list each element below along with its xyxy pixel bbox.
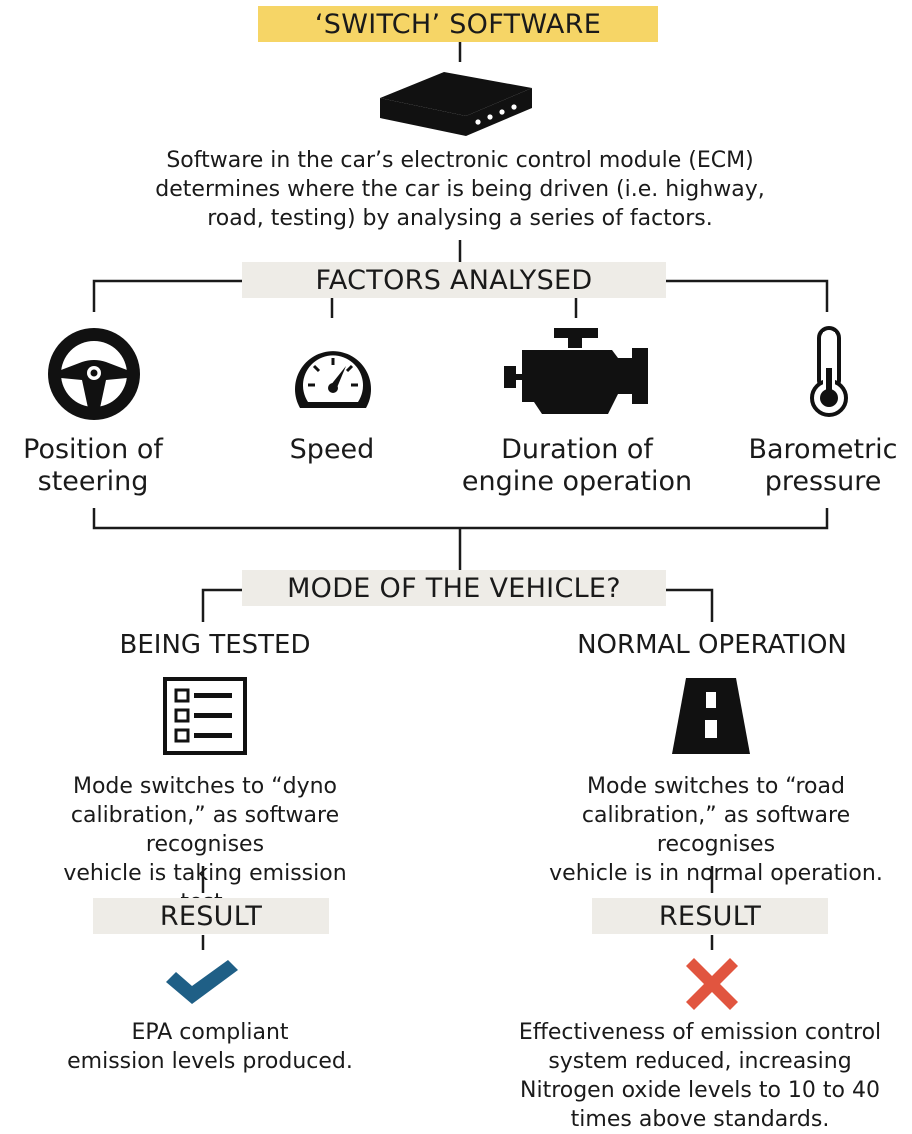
- factor-label-line: Position of: [23, 434, 163, 465]
- road-icon: [672, 678, 750, 754]
- description-line: vehicle is taking emission test.: [63, 861, 347, 915]
- factor-label-pressure: Barometric pressure: [734, 434, 912, 498]
- intro-line: determines where the car is being driven…: [155, 177, 765, 202]
- result-label: RESULT: [658, 900, 762, 932]
- outcome-line: EPA compliant: [131, 1020, 289, 1045]
- factor-label-speed: Speed: [252, 434, 412, 466]
- result-tag-testing: RESULT: [93, 898, 329, 934]
- intro-line: road, testing) by analysing a series of …: [207, 206, 713, 231]
- factor-label-line: Duration of: [501, 434, 653, 465]
- ecm-module-icon: [380, 72, 532, 136]
- factor-label-line: pressure: [764, 466, 882, 497]
- steering-wheel-icon: [48, 328, 140, 420]
- engine-icon: [504, 328, 648, 414]
- check-mark-icon: [166, 960, 238, 1004]
- result-label: RESULT: [159, 900, 263, 932]
- description-line: calibration,” as software recognises: [581, 803, 851, 857]
- speedometer-icon: [295, 351, 371, 408]
- factor-label-line: engine operation: [461, 466, 693, 497]
- outcome-line: emission levels produced.: [67, 1049, 353, 1074]
- mode-heading-text: MODE OF THE VEHICLE?: [287, 572, 621, 604]
- outcome-line: times above standards.: [570, 1107, 830, 1132]
- checklist-icon: [163, 677, 247, 755]
- mode-heading: MODE OF THE VEHICLE?: [242, 570, 666, 606]
- factors-heading: FACTORS ANALYSED: [242, 262, 666, 298]
- outcome-line: system reduced, increasing: [548, 1049, 852, 1074]
- factor-label-line: steering: [37, 466, 149, 497]
- factor-label-steering: Position of steering: [0, 434, 186, 498]
- outcome-line: Effectiveness of emission control: [518, 1020, 882, 1045]
- testing-outcome: EPA compliant emission levels produced.: [60, 1018, 360, 1076]
- factors-heading-text: FACTORS ANALYSED: [315, 264, 593, 296]
- thermometer-icon: [810, 326, 848, 417]
- page-title: ‘SWITCH’ SOFTWARE: [314, 8, 602, 40]
- description-line: calibration,” as software recognises: [70, 803, 340, 857]
- description-line: Mode switches to “road: [587, 774, 845, 799]
- title-banner: ‘SWITCH’ SOFTWARE: [258, 6, 658, 42]
- branch-title-testing: BEING TESTED: [119, 630, 311, 660]
- normal-outcome: Effectiveness of emission control system…: [496, 1018, 904, 1134]
- intro-text: Software in the car’s electronic control…: [60, 146, 860, 233]
- testing-description: Mode switches to “dyno calibration,” as …: [40, 772, 370, 917]
- normal-description: Mode switches to “road calibration,” as …: [526, 772, 906, 888]
- factor-label-line: Barometric: [748, 434, 898, 465]
- description-line: vehicle is in normal operation.: [549, 861, 883, 886]
- outcome-line: Nitrogen oxide levels to 10 to 40: [520, 1078, 880, 1103]
- cross-mark-icon: [686, 958, 738, 1010]
- factor-label-line: Speed: [289, 434, 375, 465]
- factor-label-engine: Duration of engine operation: [436, 434, 718, 498]
- intro-line: Software in the car’s electronic control…: [166, 148, 754, 173]
- description-line: Mode switches to “dyno: [72, 774, 338, 799]
- result-tag-normal: RESULT: [592, 898, 828, 934]
- branch-title-normal: NORMAL OPERATION: [577, 630, 847, 660]
